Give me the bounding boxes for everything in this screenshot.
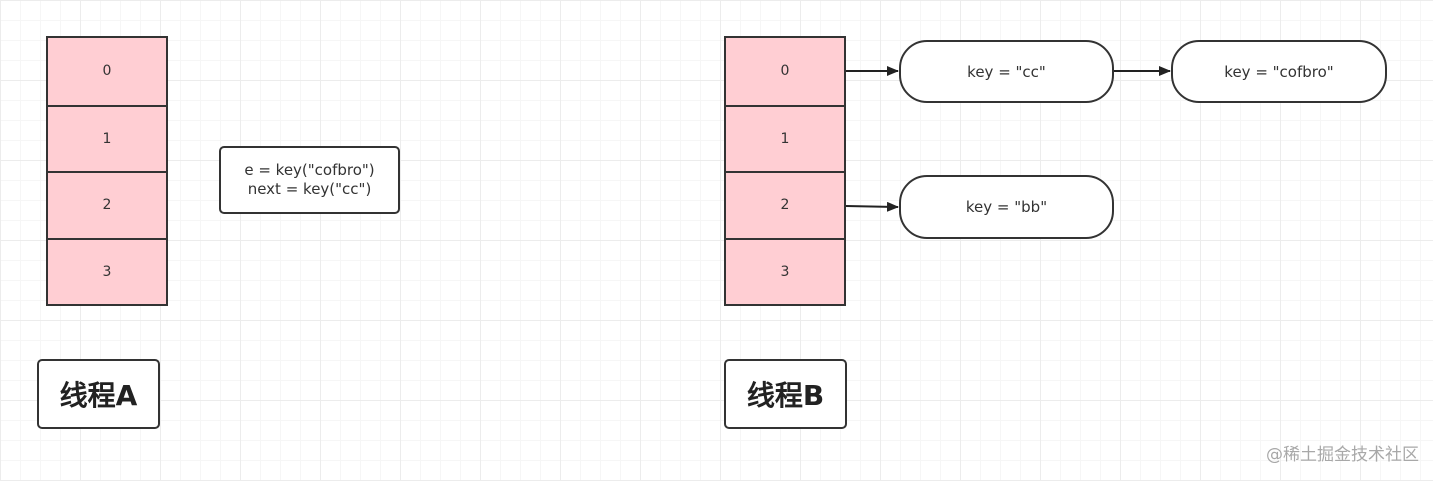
array-cell: 1 — [726, 104, 844, 172]
array-cell: 0 — [780, 63, 790, 80]
info-line-entry: e = key("cofbro") — [244, 161, 375, 179]
node-cc: key = "cc" — [899, 40, 1114, 103]
thread-a-array: 0 1 2 3 — [46, 36, 168, 306]
array-cell: 2 — [48, 171, 166, 238]
array-cell: 1 — [48, 104, 166, 172]
array-cell: 0 — [102, 63, 112, 80]
thread-b-array: 0 1 2 3 — [724, 36, 846, 306]
info-line-next: next = key("cc") — [247, 180, 372, 198]
array-cell: 2 — [726, 171, 844, 238]
array-cell: 3 — [48, 237, 166, 305]
arrow-bucket2-to-bb — [845, 201, 899, 212]
watermark: @稀土掘金技术社区 — [1266, 445, 1419, 465]
thread-a-label: 线程A — [37, 359, 160, 429]
node-cofbro: key = "cofbro" — [1171, 40, 1387, 103]
node-bb: key = "bb" — [899, 175, 1114, 239]
entry-info-box: e = key("cofbro") next = key("cc") — [219, 146, 400, 214]
thread-b-label: 线程B — [724, 359, 847, 429]
array-cell: 3 — [726, 237, 844, 305]
